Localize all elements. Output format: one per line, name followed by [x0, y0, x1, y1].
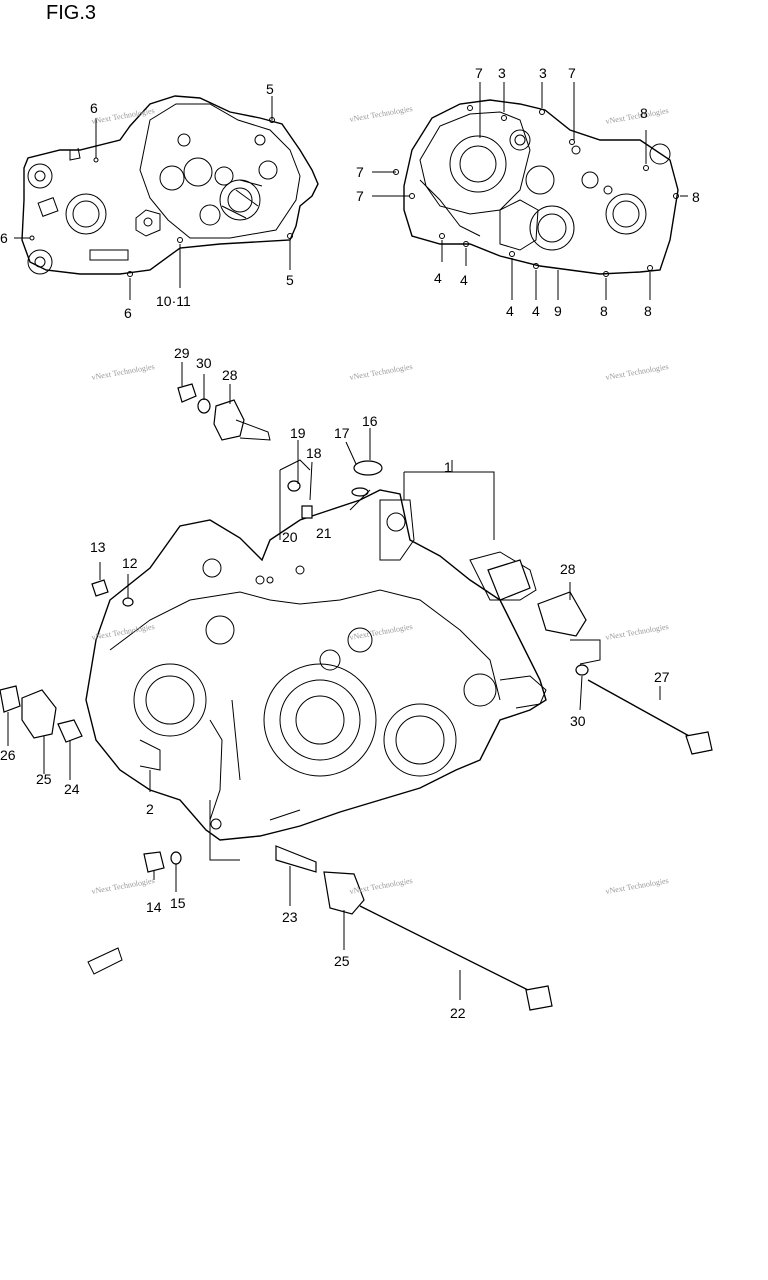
- label-23: 23: [282, 909, 298, 925]
- svg-text:vNext Technologies: vNext Technologies: [349, 876, 414, 896]
- label-4-b: 4: [460, 272, 468, 288]
- left-crankcase-half-drawing: [14, 95, 319, 300]
- label-2: 2: [146, 801, 154, 817]
- label-13: 13: [90, 539, 106, 555]
- right-crankcase-half-drawing: [372, 82, 688, 300]
- label-30-right: 30: [570, 713, 586, 729]
- label-17: 17: [334, 425, 350, 441]
- label-12: 12: [122, 555, 138, 571]
- label-9: 9: [554, 303, 562, 319]
- label-6-bottom: 6: [124, 305, 132, 321]
- label-24: 24: [64, 781, 80, 797]
- label-7-mid: 7: [356, 164, 364, 180]
- part-1-bracket: [403, 460, 495, 540]
- svg-text:vNext Technologies: vNext Technologies: [91, 106, 156, 126]
- label-26: 26: [0, 747, 16, 763]
- label-8-top: 8: [640, 105, 648, 121]
- label-3-b: 3: [539, 65, 547, 81]
- label-8-bottom-a: 8: [600, 303, 608, 319]
- label-10-11: 10·11: [156, 293, 191, 309]
- svg-text:vNext Technologies: vNext Technologies: [605, 106, 670, 126]
- label-28-right: 28: [560, 561, 576, 577]
- label-5-top: 5: [266, 81, 274, 97]
- main-crankcase-drawing: [85, 489, 547, 841]
- label-1: 1: [444, 459, 452, 475]
- label-6-top: 6: [90, 100, 98, 116]
- label-25-bottom: 25: [334, 953, 350, 969]
- svg-text:vNext Technologies: vNext Technologies: [91, 362, 156, 382]
- svg-text:vNext Technologies: vNext Technologies: [91, 622, 156, 642]
- label-27: 27: [654, 669, 670, 685]
- label-3-a: 3: [498, 65, 506, 81]
- svg-text:vNext Technologies: vNext Technologies: [349, 104, 414, 124]
- label-16: 16: [362, 413, 378, 429]
- figure-title: FIG.3: [46, 2, 97, 24]
- label-20: 20: [282, 529, 298, 545]
- label-22: 22: [450, 1005, 466, 1021]
- label-6-left: 6: [0, 230, 8, 246]
- svg-text:vNext Technologies: vNext Technologies: [605, 362, 670, 382]
- label-18: 18: [306, 445, 322, 461]
- label-19: 19: [290, 425, 306, 441]
- label-7-low: 7: [356, 188, 364, 204]
- label-5-bottom: 5: [286, 272, 294, 288]
- label-15: 15: [170, 895, 186, 911]
- label-29: 29: [174, 345, 190, 361]
- label-4-a: 4: [434, 270, 442, 286]
- label-4-c: 4: [506, 303, 514, 319]
- label-30-top: 30: [196, 355, 212, 371]
- svg-text:vNext Technologies: vNext Technologies: [91, 876, 156, 896]
- label-7-top-right: 7: [568, 65, 576, 81]
- label-7-top: 7: [475, 65, 483, 81]
- svg-text:vNext Technologies: vNext Technologies: [605, 876, 670, 896]
- label-28-top: 28: [222, 367, 238, 383]
- svg-text:vNext Technologies: vNext Technologies: [605, 622, 670, 642]
- label-14: 14: [146, 899, 162, 915]
- part-labels: 6 5 6 5 6 10·11 7 3 3 7 8 7 7 8 4 4 4 4 …: [0, 65, 700, 1021]
- loose-parts-drawing: [0, 383, 713, 1011]
- label-4-d: 4: [532, 303, 540, 319]
- svg-text:vNext Technologies: vNext Technologies: [349, 362, 414, 382]
- label-25-left: 25: [36, 771, 52, 787]
- leader-lines: [7, 362, 661, 1000]
- svg-text:vNext Technologies: vNext Technologies: [349, 622, 414, 642]
- label-21: 21: [316, 525, 332, 541]
- label-8-right: 8: [692, 189, 700, 205]
- label-8-bottom-b: 8: [644, 303, 652, 319]
